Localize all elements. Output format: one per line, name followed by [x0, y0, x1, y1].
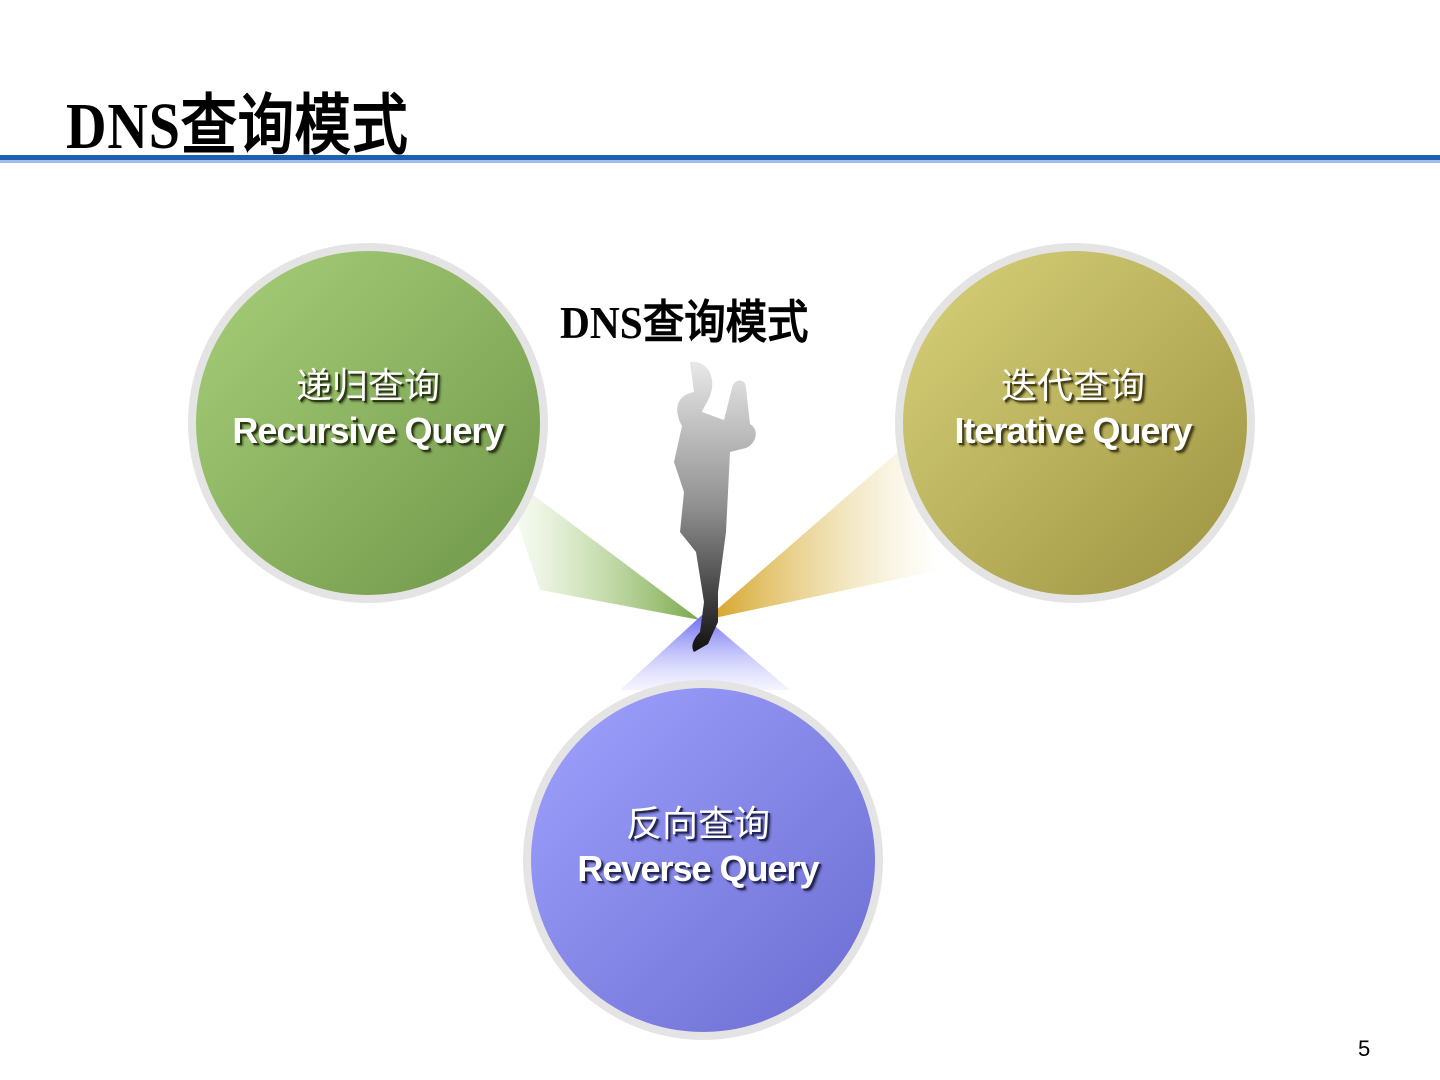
slide-title: DNS查询模式 — [66, 90, 409, 163]
title-divider — [0, 155, 1440, 160]
beam-iterative — [705, 450, 940, 620]
beam-recursive — [500, 470, 700, 620]
label-en: Iterative Query — [954, 410, 1192, 451]
title-divider-shadow — [0, 160, 1440, 163]
circle-recursive — [188, 243, 548, 603]
label-cn: 反向查询 — [625, 803, 770, 844]
label-cn: 递归查询 — [295, 365, 440, 406]
label-cn: 迭代查询 — [1000, 365, 1145, 406]
page-number: 5 — [1358, 1036, 1371, 1061]
label-reverse-query: 反向查询 Reverse Query — [518, 802, 878, 892]
label-recursive-query: 递归查询 Recursive Query — [188, 364, 548, 454]
circle-iterative — [895, 243, 1255, 603]
person-silhouette-icon — [674, 361, 756, 652]
label-en: Reverse Query — [577, 848, 819, 889]
circle-reverse — [523, 680, 883, 1040]
beam-reverse — [620, 615, 790, 690]
label-en: Recursive Query — [232, 410, 504, 451]
label-iterative-query: 迭代查询 Iterative Query — [893, 364, 1253, 454]
diagram-center-title: DNS查询模式 — [560, 297, 809, 348]
